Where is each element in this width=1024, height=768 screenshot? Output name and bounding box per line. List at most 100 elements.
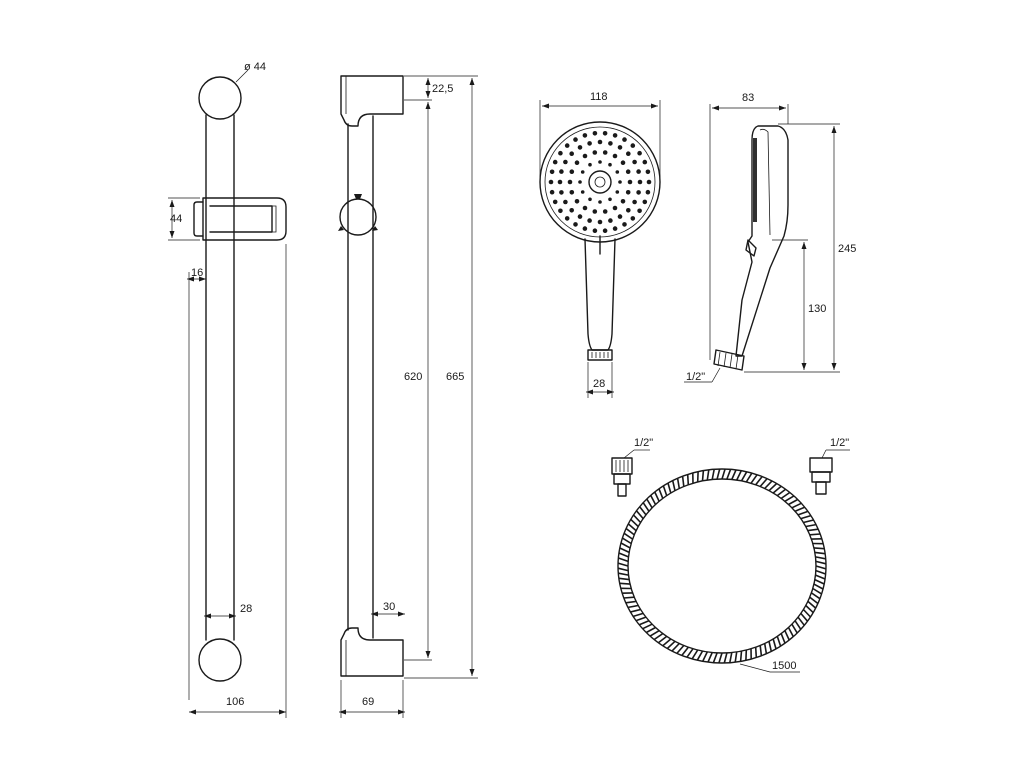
spray-nozzle [642,199,648,205]
spray-nozzle [597,139,603,145]
hose-rib [721,468,726,480]
spray-nozzle [645,169,651,175]
slide-bar-side-view: 22,5 620 665 30 69 [338,75,478,718]
hose-rib [653,632,664,641]
spray-nozzle [602,150,608,155]
spray-nozzles [548,131,652,233]
hose-rib [735,470,743,481]
shower-hose: 1/2" 1/2" 1500 [611,437,850,673]
spray-nozzle [620,160,626,165]
hose-rib [813,547,825,550]
hose-rib [800,612,809,622]
dimension-label-overall-length: 665 [446,371,464,383]
hose-rib [671,480,676,491]
spray-nozzle [625,169,631,174]
spray-nozzle [642,159,648,165]
hose-rib [805,604,814,614]
hose-rib [772,638,777,650]
hose-rib [726,469,732,480]
hose-rib [815,569,826,575]
spray-nozzle [573,222,578,227]
hose-rib [642,502,650,512]
thread-label-handshower: 1/2" [686,371,705,383]
hose-rib [649,630,660,637]
hose-rib [618,577,630,581]
dimension-label-tube-width: 28 [240,603,252,615]
spray-nozzle [557,179,563,185]
spray-nozzle [636,190,641,195]
hose-rib [619,547,630,554]
hose-rib [759,478,768,488]
hose-rib [731,469,737,480]
hose-rib [618,557,629,563]
spray-nozzle [620,199,626,204]
hand-shower-front-view: 118 28 [539,91,661,398]
hose-rib [740,471,748,482]
spray-nozzle [574,160,580,165]
hose-rib [635,510,644,520]
hose-rib [815,560,827,565]
spray-nozzle [569,208,574,213]
hose-rib [755,476,763,486]
hose-rib [729,652,733,663]
thread-label-hose-left: 1/2" [634,437,653,449]
hose-rib [794,506,806,512]
hose-rib [759,645,763,656]
spray-nozzle [558,208,563,214]
hose-rib [707,652,713,663]
dimension-label-rail-length: 620 [404,371,422,383]
hose-rib [712,652,718,663]
spray-nozzle [632,159,637,165]
spray-nozzle [548,179,554,185]
spray-nozzle [598,160,602,164]
hose-rib [776,488,787,497]
hose-rib [772,485,782,494]
spray-nozzle [625,190,631,195]
spray-nozzle [637,179,643,185]
hose-rib [666,640,676,650]
hose-rib [676,478,681,489]
hose-rib [797,616,805,626]
hose-rib [635,616,647,622]
hose-rib [632,514,642,524]
hose-rib [815,574,826,580]
hose-rib [627,523,637,532]
spray-nozzle [612,133,618,138]
hose-rib [625,600,637,604]
hose-rib [745,472,753,483]
hose-rib [686,474,690,485]
hose-rib [814,551,826,555]
hose-rib [812,587,823,595]
hose-rib [630,518,639,528]
hose-rib [764,480,773,490]
hose-rib [803,519,814,524]
spray-nozzle [587,141,592,146]
hose-rib [739,651,743,662]
hose-rib [813,583,824,590]
hose-rib [658,488,664,499]
spray-nozzle [608,218,613,223]
spray-nozzle [552,159,558,165]
spray-nozzle [559,169,564,174]
hose-rib [701,470,705,481]
hose-rib [706,469,710,481]
hose-rib [723,652,728,664]
spray-nozzle [637,150,642,156]
thread-label-hose-right: 1/2" [830,437,849,449]
hose-rib [620,542,631,549]
hose-rib [662,485,668,496]
spray-nozzle [563,159,568,165]
hose-rib [763,643,768,654]
spray-nozzle [582,153,588,159]
spray-nozzle [608,141,613,146]
hose-rib [625,527,635,536]
dimension-label-grip-length: 130 [808,303,826,315]
spray-nozzle [577,214,583,219]
dimension-label-diameter: ø 44 [244,61,266,73]
spray-nozzle [580,190,585,194]
hose-rib [618,572,629,576]
spray-nozzle [582,226,588,231]
dimension-label-overall-depth: 69 [362,696,374,708]
hose-rib [784,495,795,502]
hose-rib [805,523,817,528]
